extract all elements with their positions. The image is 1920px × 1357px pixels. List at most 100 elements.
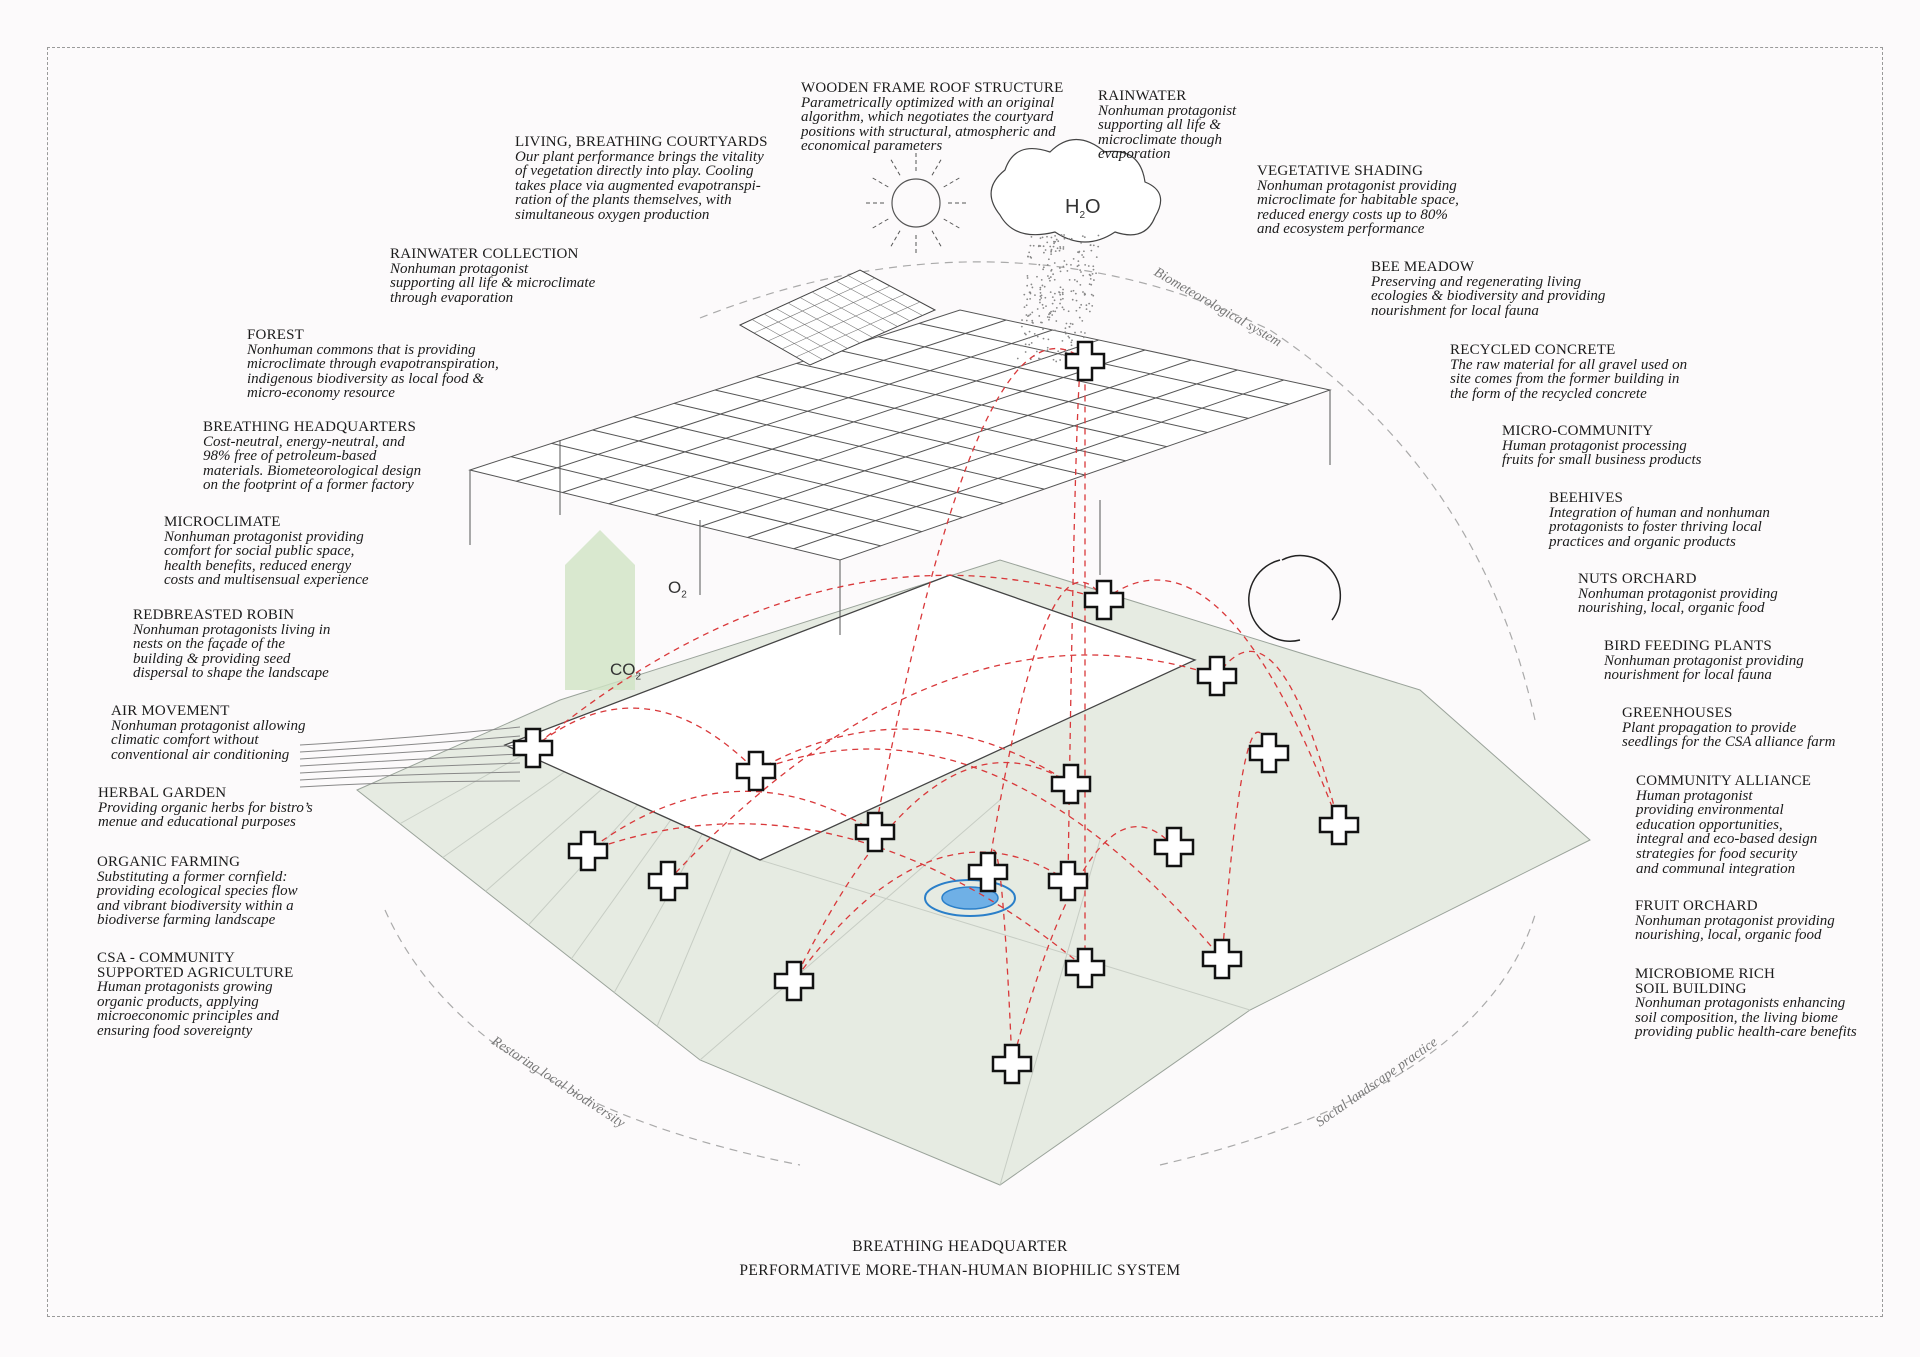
rain-drop [1092, 244, 1095, 247]
rain-drop [1029, 244, 1032, 247]
plus-node-icon [1318, 804, 1360, 846]
rain-drop [1079, 269, 1082, 272]
solar-cell-line [811, 291, 886, 333]
solar-cell-line [781, 293, 906, 350]
rain-drop [1059, 247, 1062, 250]
biometeorological-cycle-arc [699, 261, 1536, 721]
rain-drop [1062, 246, 1065, 248]
rain-drop [1042, 328, 1044, 331]
rain-drop [1077, 251, 1079, 254]
air-flow-line [299, 744, 521, 760]
rain-drop [1059, 298, 1062, 301]
plus-node-icon [1064, 947, 1106, 989]
annotation-microbiome: Microbiome Rich Soil BuildingNonhuman pr… [1635, 966, 1857, 1040]
rain-drop [1045, 305, 1047, 308]
annotation-description: Nonhuman protagonist providing nourishin… [1635, 912, 1835, 944]
rain-drop [1083, 292, 1086, 295]
rain-drop [1076, 280, 1079, 283]
rain-drop [1043, 285, 1046, 288]
flow-arc [532, 574, 1105, 749]
rain-drop [1051, 302, 1054, 305]
rain-drop [1026, 284, 1029, 287]
solar-cell-line [753, 277, 876, 334]
plus-node-icon [512, 727, 554, 769]
water-pond-core [941, 886, 999, 910]
rain-drop [1092, 268, 1095, 271]
rain-drop [1055, 360, 1058, 363]
rain-drop [1080, 303, 1083, 306]
rain-drop [1050, 253, 1053, 256]
annotation-description: Substituting a former cornfield: providi… [97, 868, 298, 929]
rain-drop [1064, 331, 1067, 334]
sun-ray [943, 218, 960, 229]
sun-ray [872, 177, 889, 188]
rain-drop [1068, 348, 1070, 351]
rain-drop [1034, 294, 1036, 297]
rain-drop [1089, 278, 1092, 280]
annotation-description: Plant propagation to provide seedlings f… [1622, 719, 1836, 751]
annotation-title: Beehives [1549, 490, 1624, 506]
rain-drop [1058, 291, 1060, 293]
rain-drop [1054, 250, 1057, 253]
rain-drop [1062, 308, 1065, 311]
rain-drop [1038, 357, 1040, 360]
annotation-herbal-garden: Herbal GardenProviding organic herbs for… [98, 786, 313, 830]
rain-drop [1095, 272, 1097, 275]
annotation-breathing-hq: Breathing HeadquartersCost-neutral, ener… [203, 420, 421, 493]
rain-drop [1078, 306, 1081, 309]
rain-drop [1029, 291, 1032, 294]
rain-drop [1028, 330, 1031, 333]
rain-drop [1080, 271, 1082, 273]
rain-drop [1059, 270, 1062, 273]
annotation-title: Microbiome Rich Soil Building [1635, 966, 1776, 997]
cloud-icon [990, 139, 1162, 243]
rain-drop [1023, 306, 1026, 308]
flow-arc [987, 581, 1105, 873]
rain-drop [1082, 256, 1085, 259]
flow-arc [1103, 579, 1340, 826]
rain-drop [1026, 277, 1029, 279]
annotation-title: Rainwater Collection [390, 246, 579, 262]
annotation-description: Nonhuman protagonist providing nourishin… [1578, 585, 1778, 617]
annotation-recycled-concrete: Recycled ConcreteThe raw material for al… [1450, 343, 1687, 402]
rain-drop [1026, 298, 1029, 301]
annotation-courtyards: Living, Breathing CourtyardsOur plant pe… [515, 135, 768, 223]
rain-drop [1076, 265, 1079, 268]
rain-drop [1082, 250, 1085, 253]
rain-drop [1090, 283, 1093, 286]
rain-drop [1049, 276, 1052, 278]
air-flow-line [299, 771, 521, 781]
annotation-title: Organic Farming [97, 854, 241, 870]
rain-drop [1020, 325, 1023, 328]
rain-drop [1078, 316, 1081, 319]
rain-drop [1062, 288, 1064, 291]
rain-drop [1050, 236, 1053, 239]
annotation-nuts-orchard: Nuts OrchardNonhuman protagonist providi… [1578, 572, 1778, 616]
annotation-title: Fruit Orchard [1635, 898, 1758, 914]
rain-drop [1044, 249, 1047, 251]
roof-beam [516, 319, 1007, 482]
annotation-title: Wooden Frame Roof Structure [801, 80, 1064, 96]
annotation-title: Nuts Orchard [1578, 571, 1697, 587]
rain-drop [1031, 319, 1034, 322]
rain-drop [1027, 255, 1029, 258]
rain-drop [1070, 263, 1072, 266]
rain-drop [1042, 245, 1045, 248]
rain-drop [1084, 332, 1086, 334]
annotation-description: Human protagonist processing fruits for … [1502, 437, 1702, 469]
sun-ray [943, 177, 960, 188]
annotation-bird-feeding: Bird Feeding PlantsNonhuman protagonist … [1604, 639, 1804, 683]
rain-drop [1080, 331, 1083, 333]
rain-drop [1038, 244, 1040, 247]
rain-drop [1023, 332, 1026, 335]
o2-symbol: O2 [668, 578, 687, 601]
rain-drop [1061, 291, 1064, 294]
solar-cell-line [775, 308, 848, 349]
rain-drop [1061, 293, 1064, 296]
roof-structure [468, 309, 1332, 561]
field-line [613, 819, 711, 993]
rain-drop [1025, 319, 1028, 322]
solar-cell-line [823, 286, 898, 327]
rain-drop [1025, 314, 1028, 316]
